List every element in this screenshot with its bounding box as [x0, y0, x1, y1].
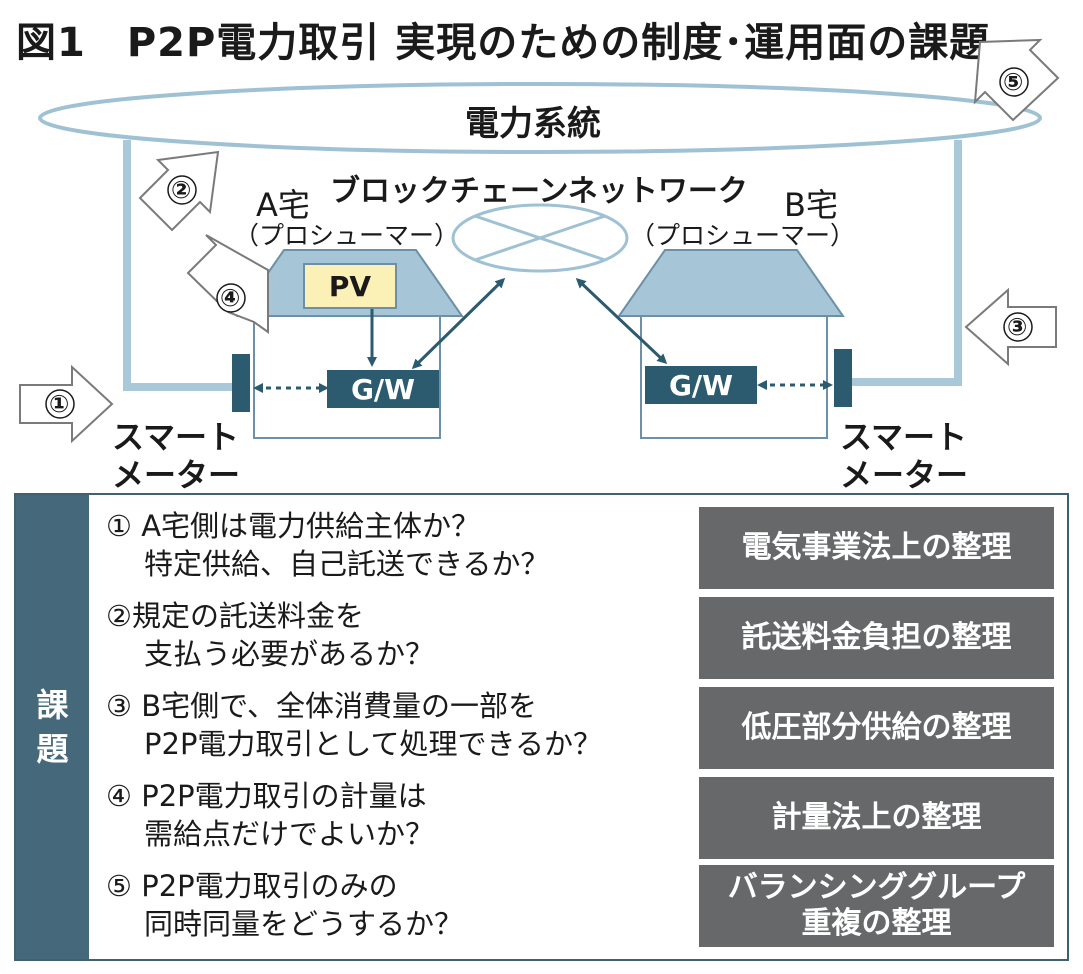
issue-marker-2-arrow	[138, 150, 220, 232]
house-b-name: B宅	[784, 186, 838, 224]
grid-line-right	[852, 140, 962, 386]
smart-meter-b	[834, 349, 852, 407]
issue-marker-1-arrow	[19, 364, 114, 444]
house-a-name: A宅	[256, 186, 310, 224]
smart-meter-a	[232, 354, 250, 412]
blockchain-network-icon	[451, 203, 629, 273]
issue-marker-5: ⑤	[1003, 68, 1024, 96]
issue-tag-5: バランシンググループ 重複の整理	[699, 865, 1054, 947]
gw-a-to-blockchain-arrow	[411, 277, 506, 370]
issue-row-3: ③ B宅側で、全体消費量の一部を P2P電力取引として処理できるか？	[106, 689, 602, 761]
figure-title: 図1 P2P電力取引 実現のための制度･運用面の課題	[16, 20, 991, 66]
issues-panel: 課 題 ① A宅側は電力供給主体か？ 特定供給、自己託送できるか？ 電気事業法上…	[14, 493, 1069, 961]
issue-row-1: ① A宅側は電力供給主体か？ 特定供給、自己託送できるか？	[106, 509, 550, 581]
house-b-role: （プロシューマー）	[630, 221, 856, 250]
issue-marker-4-arrow	[186, 234, 269, 334]
gateway-a: G/W	[327, 370, 439, 408]
issue-row-2: ②規定の託送料金を 支払う必要があるか？	[106, 599, 435, 671]
issue-tag-2: 託送料金負担の整理	[699, 597, 1054, 679]
issue-tag-1: 電気事業法上の整理	[699, 507, 1054, 589]
gateway-b: G/W	[645, 366, 757, 404]
grid-line-left	[123, 140, 232, 391]
power-grid-label: 電力系統	[465, 104, 601, 144]
issue-marker-2: ②	[171, 176, 192, 204]
issue-tag-3: 低圧部分供給の整理	[699, 687, 1054, 769]
issue-marker-1: ①	[49, 390, 70, 418]
gw-b-to-blockchain-arrow	[575, 277, 668, 365]
issue-marker-4: ④	[220, 284, 241, 312]
issue-marker-3-arrow	[964, 287, 1057, 367]
issue-marker-5-arrow	[973, 38, 1060, 122]
house-b	[617, 249, 845, 439]
issue-row-5: ⑤ P2P電力取引のみの 同時同量をどうするか？	[106, 869, 464, 941]
pv-panel: PV	[303, 263, 397, 309]
power-grid-ellipse	[38, 82, 1042, 154]
issue-marker-3: ③	[1007, 313, 1028, 341]
house-a-role: （プロシューマー）	[234, 221, 460, 250]
blockchain-network-label: ブロックチェーンネットワーク	[330, 174, 748, 209]
issue-tag-4: 計量法上の整理	[699, 777, 1054, 859]
issue-row-4: ④ P2P電力取引の計量は 需給点だけでよいか？	[106, 779, 435, 851]
p2p-diagram	[19, 38, 1060, 444]
smart-meter-b-label: スマート メーター	[840, 418, 969, 494]
smart-meter-a-label: スマート メーター	[112, 418, 241, 494]
issues-heading: 課 題	[16, 495, 89, 959]
